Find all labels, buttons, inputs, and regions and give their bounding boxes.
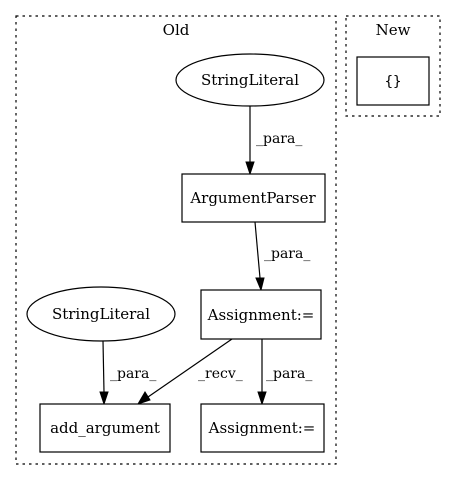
- cluster-old: Old: [15, 15, 337, 465]
- arrow-head: [257, 391, 267, 406]
- node-box: [200, 289, 322, 340]
- node-ellipse: [26, 286, 176, 342]
- node-label: add_argument: [50, 419, 160, 437]
- cluster-new-border: [345, 15, 441, 117]
- node-label: Assignment:=: [208, 419, 316, 437]
- node-box: [181, 173, 326, 223]
- arrow-head: [99, 391, 109, 406]
- node-box: [356, 56, 430, 106]
- node-label: {}: [385, 74, 402, 90]
- edge-label: _recv_: [198, 366, 243, 382]
- edge-label: _para_: [264, 246, 310, 262]
- edge-stringliteral-to-argumentparser: _para_: [245, 106, 302, 176]
- node-addargument[interactable]: add_argument: [39, 403, 171, 453]
- node-label: StringLiteral: [201, 71, 299, 89]
- node-stringliteral-top[interactable]: StringLiteral: [175, 53, 325, 107]
- cluster-new: New: [345, 15, 441, 117]
- edge-line: [254, 221, 261, 279]
- cluster-new-label: New: [376, 21, 411, 39]
- edge-argumentparser-to-assignment: _para_: [254, 221, 310, 292]
- node-label: Assignment:=: [207, 306, 315, 324]
- arrow-head: [255, 277, 265, 292]
- arrow-head: [136, 391, 151, 405]
- node-box: [200, 403, 325, 453]
- node-argumentparser[interactable]: ArgumentParser: [181, 173, 326, 223]
- edge-line: [102, 340, 105, 393]
- arrow-head: [245, 161, 255, 176]
- edge-assignment-to-addargument: _recv_: [136, 338, 243, 405]
- node-box: [39, 403, 171, 453]
- edge-assignment-to-assignment: _para_: [257, 339, 312, 406]
- node-ellipse: [175, 53, 325, 107]
- node-new-empty[interactable]: {}: [356, 56, 430, 106]
- edge-label: _para_: [256, 131, 302, 147]
- node-stringliteral-left[interactable]: StringLiteral: [26, 286, 176, 342]
- edge-label: _para_: [110, 366, 156, 382]
- node-label: StringLiteral: [52, 305, 150, 323]
- node-assignment-bottom[interactable]: Assignment:=: [200, 403, 325, 453]
- node-assignment-mid[interactable]: Assignment:=: [200, 289, 322, 340]
- node-label: ArgumentParser: [189, 189, 316, 207]
- edge-stringliteral-to-addargument: _para_: [99, 340, 156, 406]
- edge-line: [147, 338, 233, 398]
- edge-label: _para_: [266, 366, 312, 382]
- cluster-old-label: Old: [163, 21, 190, 39]
